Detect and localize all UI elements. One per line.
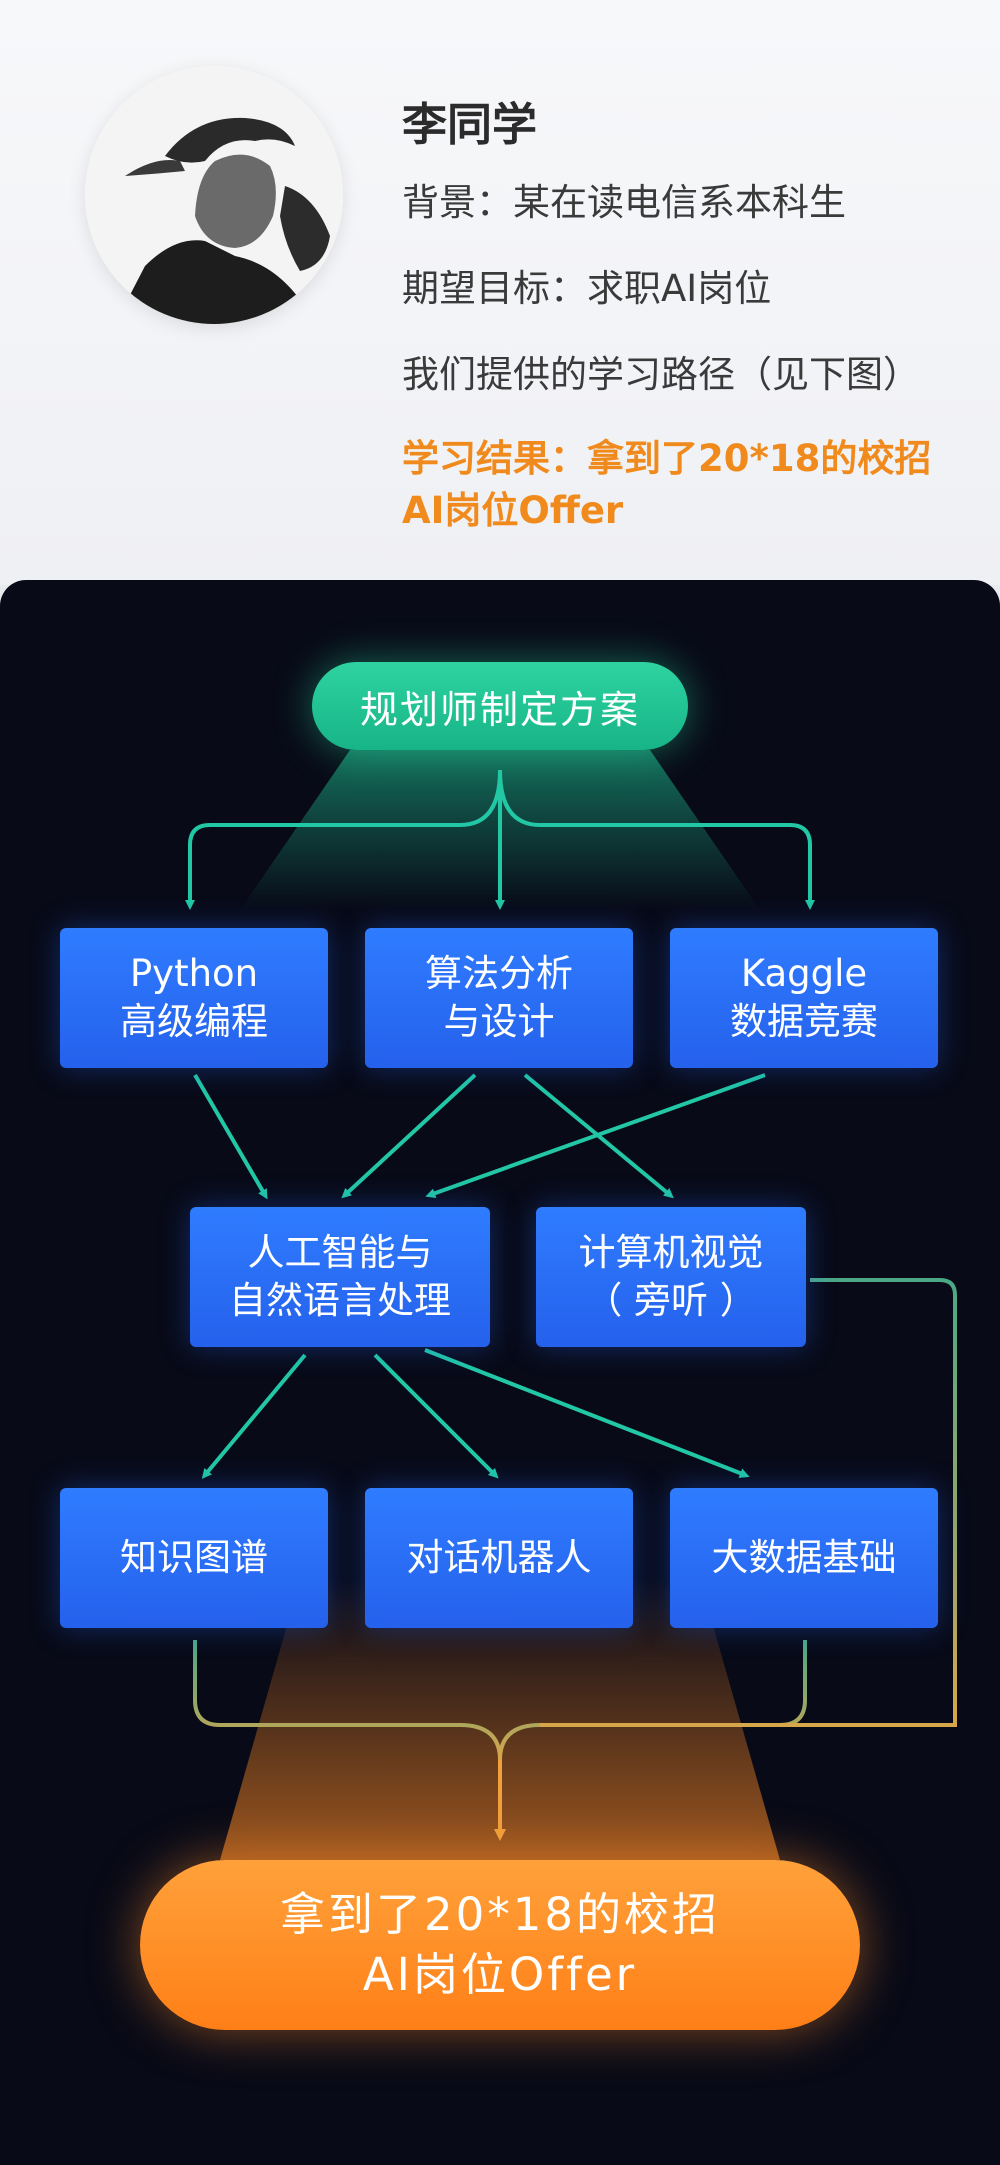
learning-result-line1: 学习结果：拿到了20*18的校招 [402, 437, 932, 480]
offer-goal-node: 拿到了20*18的校招 AI岗位Offer [140, 1860, 860, 2030]
node-label: 对话机器人 [406, 1536, 592, 1579]
goal-line1: 拿到了20*18的校招 [279, 1888, 721, 1941]
level3-to-goal-connectors [193, 1278, 957, 1841]
avatar-photo [85, 66, 343, 324]
node-line1: Kaggle [740, 952, 868, 995]
node-line2: 数据竞赛 [730, 1000, 878, 1043]
node-label: 知识图谱 [120, 1536, 268, 1579]
node-line1: 算法分析 [425, 952, 573, 995]
level2-to-level3-connectors [201, 1348, 750, 1479]
learning-path-diagram: 规划师制定方案 Python 高级编程 算法分析 与设计 Kaggle 数据竞赛… [0, 580, 1000, 2165]
student-avatar [85, 66, 343, 324]
node-knowledge-graph: 知识图谱 [60, 1488, 328, 1628]
student-profile: 李同学 背景：某在读电信系本科生 期望目标：求职AI岗位 我们提供的学习路径（见… [0, 0, 1000, 585]
node-line2: 与设计 [443, 1000, 555, 1043]
start-to-level1-connectors [185, 769, 815, 910]
node-python-programming: Python 高级编程 [60, 928, 328, 1068]
node-big-data: 大数据基础 [670, 1488, 938, 1628]
node-computer-vision: 计算机视觉 （ 旁听 ） [536, 1207, 806, 1347]
diagram-connectors [185, 750, 957, 1860]
node-line2: 高级编程 [120, 1000, 268, 1043]
student-name: 李同学 [402, 98, 538, 151]
node-line1: Python [129, 952, 259, 995]
node-algorithm-design: 算法分析 与设计 [365, 928, 633, 1068]
node-ai-nlp: 人工智能与 自然语言处理 [190, 1207, 490, 1347]
node-chatbot: 对话机器人 [365, 1488, 633, 1628]
node-line2: 自然语言处理 [229, 1279, 451, 1322]
learning-path-note: 我们提供的学习路径（见下图） [402, 353, 920, 396]
level1-to-level2-connectors [193, 1073, 766, 1200]
goal-line2: AI岗位Offer [362, 1948, 638, 2001]
node-line2: （ 旁听 ） [585, 1279, 757, 1322]
student-background: 背景：某在读电信系本科生 [402, 181, 846, 224]
node-line1: 计算机视觉 [578, 1231, 764, 1274]
node-line1: 人工智能与 [247, 1231, 433, 1274]
learning-result-line2: AI岗位Offer [402, 489, 624, 532]
node-kaggle-competition: Kaggle 数据竞赛 [670, 928, 938, 1068]
student-goal: 期望目标：求职AI岗位 [402, 267, 772, 310]
planner-start-node: 规划师制定方案 [312, 662, 688, 750]
node-label: 大数据基础 [711, 1536, 897, 1579]
